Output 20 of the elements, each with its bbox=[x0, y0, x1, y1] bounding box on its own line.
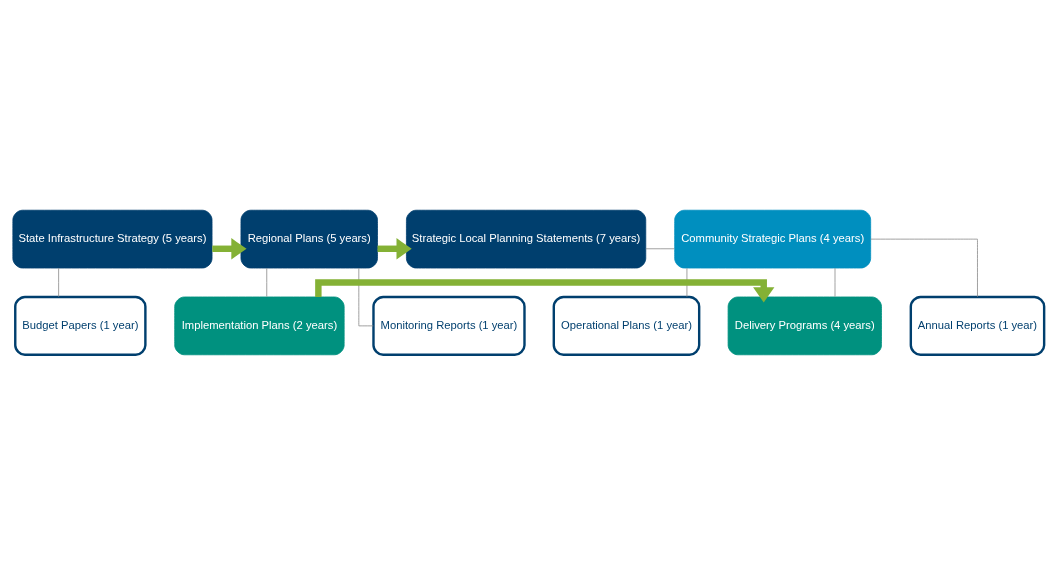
node-box: State Infrastructure Strategy (5 years) bbox=[12, 209, 213, 269]
connector bbox=[58, 267, 60, 298]
connector bbox=[870, 238, 978, 298]
node-box: Budget Papers (1 year) bbox=[14, 295, 147, 356]
connector bbox=[686, 267, 688, 298]
connector bbox=[358, 267, 374, 327]
connector bbox=[834, 267, 836, 298]
node-box: Regional Plans (5 years) bbox=[240, 209, 378, 269]
node-box: Operational Plans (1 year) bbox=[552, 295, 701, 356]
node-box: Annual Reports (1 year) bbox=[909, 295, 1046, 356]
node-box: Community Strategic Plans (4 years) bbox=[674, 209, 872, 269]
node-box: Delivery Programs (4 years) bbox=[727, 296, 882, 356]
node-box: Monitoring Reports (1 year) bbox=[372, 295, 526, 356]
connector bbox=[266, 267, 268, 298]
arrow bbox=[377, 238, 412, 260]
node-box: Strategic Local Planning Statements (7 years) bbox=[406, 209, 647, 269]
node-box: Implementation Plans (2 years) bbox=[174, 296, 345, 356]
arrow bbox=[212, 238, 247, 260]
connector bbox=[645, 248, 675, 250]
arrow bbox=[315, 279, 775, 303]
